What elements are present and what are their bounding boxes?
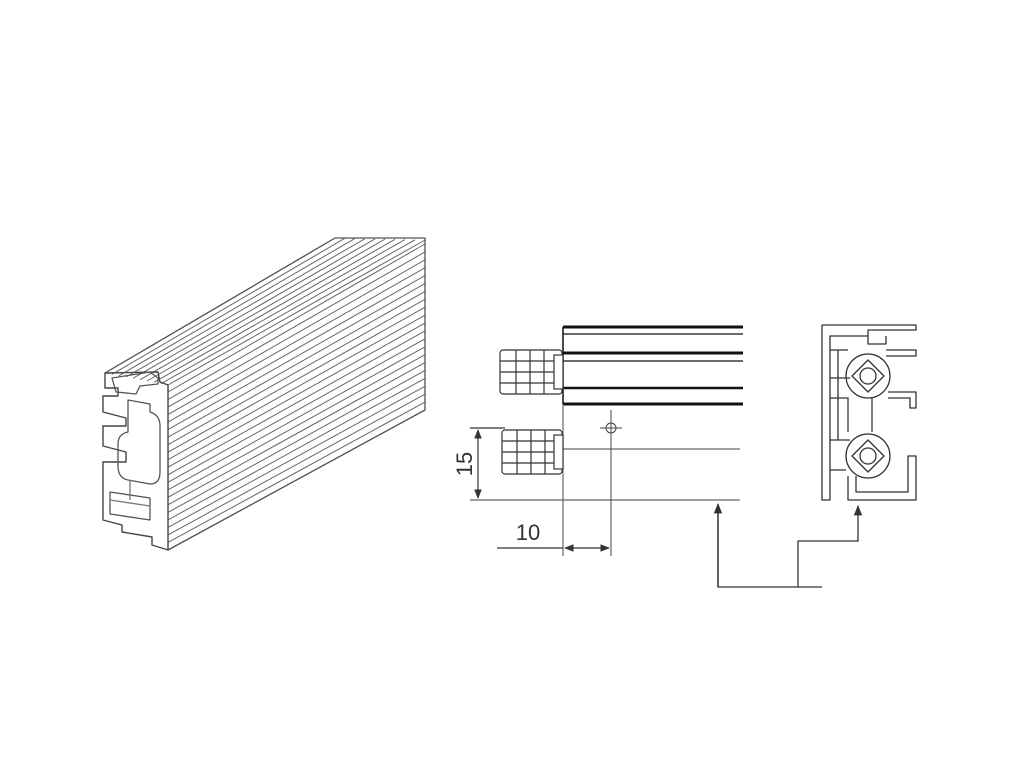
dimension-vertical [470,427,505,499]
profile-rib-line [167,275,426,423]
profile-top-rib-line [153,239,406,383]
profile-side-outline [104,237,426,551]
dimension-label-15: 15 [452,452,477,476]
drill-center-mark [600,410,622,556]
dowel-upper [499,349,564,395]
profile-cross-section [821,324,917,501]
profile-top-rib-line [132,238,376,379]
profile-rib-line [167,362,426,506]
dowel-lower [501,429,564,475]
profile-ribbed-face [104,237,426,551]
profile-rib-line [167,338,426,483]
profile-rib-line [167,243,426,393]
section-inner-web [830,377,873,471]
profile-end-section [102,371,169,551]
profile-rib-line [167,377,426,521]
profile-end-inner-channel [117,399,161,485]
profile-rib-line [167,322,426,468]
profile-rib-line [167,370,426,513]
profile-rib-line [167,251,426,400]
profile-rib-line [167,314,426,461]
profile-top-rib-line [167,239,426,386]
profile-rib-line [167,298,426,446]
profile-rib-line [167,346,426,491]
profile-rib-line [167,290,426,438]
section-mid-right [888,391,917,409]
profile-rib-line [167,401,426,543]
dimension-label-10: 10 [516,520,540,545]
profile-rib-line [167,385,426,528]
section-screw-boss-upper [845,353,891,399]
section-left-step [830,349,848,440]
mounting-detail [470,325,863,588]
section-outer-wall [821,324,917,501]
aluminium-profile-isometric [102,237,426,551]
profile-end-top-lip [111,371,159,395]
profile-end-lower-channel [109,491,151,521]
section-screw-boss-lower [845,433,891,479]
profile-rib-line [167,330,426,476]
profile-top-rib-line [139,238,386,381]
section-top-lip [886,349,917,357]
profile-top-rib-line [160,239,416,385]
profile-top-rib-line [146,238,396,382]
rail-profile [562,325,743,406]
profile-rib-line [167,306,426,453]
panel-edge [470,404,740,556]
section-top-flange [867,336,887,345]
profile-rib-line [167,393,426,536]
profile-top-rib-line [125,238,366,378]
section-bottom-channel [847,455,917,501]
leader-lines [713,502,863,588]
profile-rib-line [167,283,426,431]
profile-rib-line [167,259,426,408]
profile-top-rib-line [118,238,356,377]
profile-top-rib-line [111,237,346,375]
profile-rib-line [167,267,426,416]
profile-rib-line [167,354,426,498]
